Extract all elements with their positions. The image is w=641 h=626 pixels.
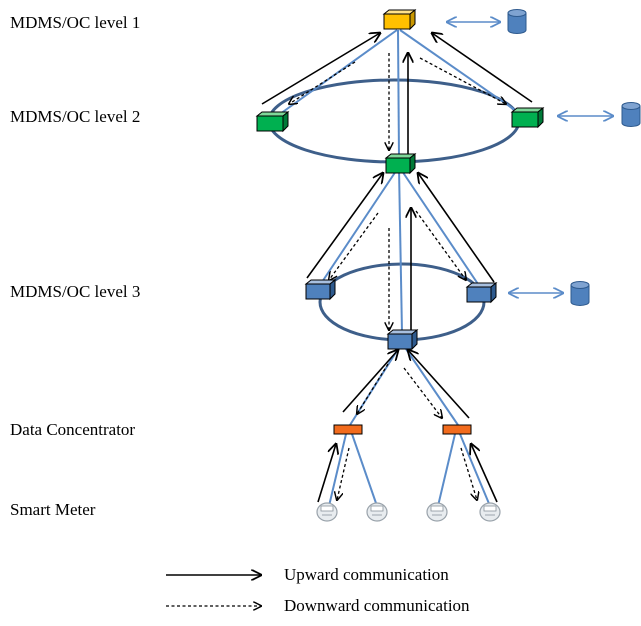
label-smart-meter: Smart Meter [10,500,96,519]
database-icon [507,9,527,34]
smart-meter-icon [316,502,338,522]
database-links [447,22,613,293]
label-level-2: MDMS/OC level 2 [10,107,141,126]
downward-arrows [289,53,506,500]
node-level-3-right [465,281,498,304]
node-level-3-left [304,278,337,301]
smart-meter-icon [366,502,388,522]
links-concentrator-meter [328,433,491,507]
node-level-2-center [384,152,417,175]
upward-arrows [261,33,533,503]
label-level-1: MDMS/OC level 1 [10,13,141,32]
database-icon [570,281,590,306]
label-data-concentrator: Data Concentrator [10,420,136,439]
database-icon [621,102,641,127]
smart-meter-icon [426,502,448,522]
links-level-2-3 [317,167,483,334]
smart-meter-icon [479,502,501,522]
concentrator-right [442,424,472,435]
node-level-2-left [255,110,290,133]
node-level-3-center [386,328,419,351]
label-level-3: MDMS/OC level 3 [10,282,141,301]
legend-downward-label: Downward communication [284,596,470,615]
concentrator-left [333,424,363,435]
node-level-2-right [510,106,545,129]
node-level-1 [382,8,417,31]
legend-upward-label: Upward communication [284,565,449,584]
